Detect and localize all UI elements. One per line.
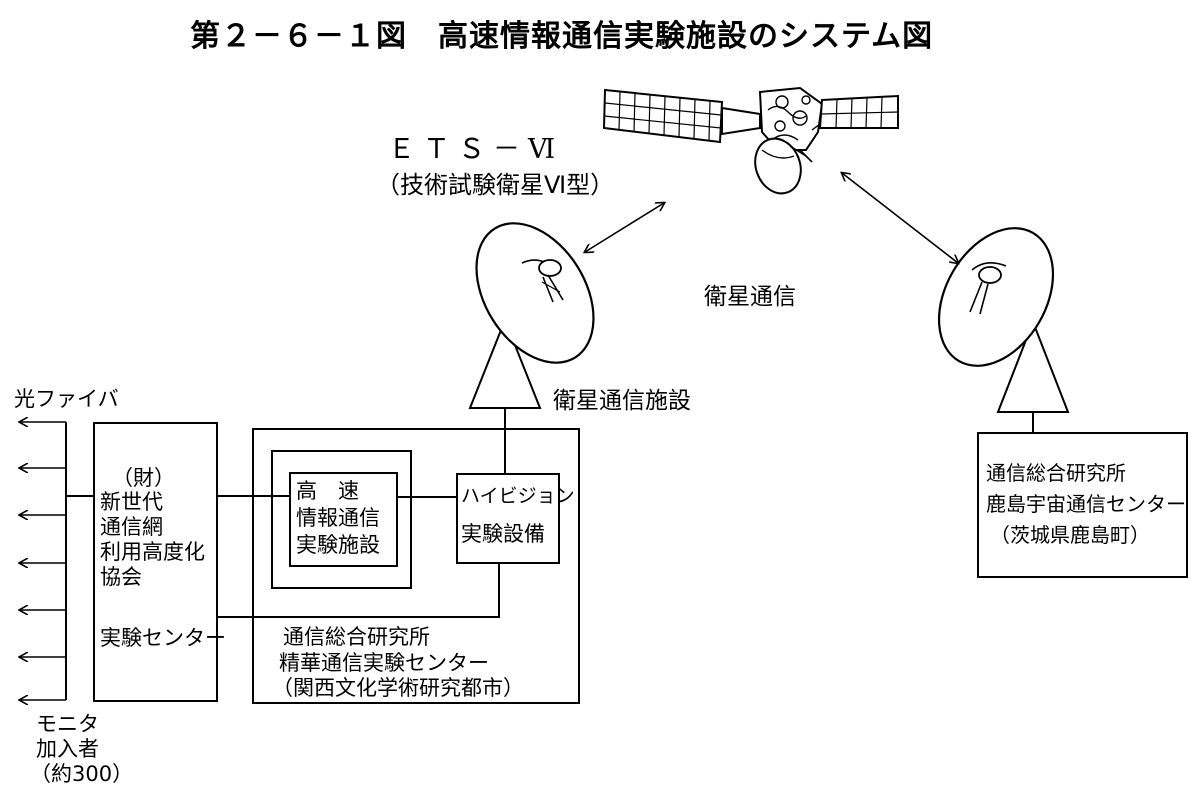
association-box — [93, 422, 218, 702]
high-speed-facility-line1: 高 速 — [296, 479, 359, 503]
seika-center-line3: （関西文化学術研究都市） — [272, 676, 524, 700]
figure-title: 第２－６－１図 高速情報通信実験施設のシステム図 — [190, 19, 934, 54]
kashima-center-line1: 通信総合研究所 — [986, 461, 1126, 485]
kashima-center-line3: （茨城県鹿島町） — [990, 523, 1150, 547]
high-speed-facility-box — [289, 472, 398, 567]
satellite-name: ＥＴＳ－Ⅵ — [388, 134, 564, 165]
association-line4: 利用高度化 — [100, 540, 205, 564]
parabolic-antenna-icon — [937, 227, 1070, 413]
association-line3: 通信網 — [100, 515, 163, 539]
fiber-arrows — [20, 422, 66, 700]
kashima-center-box — [977, 432, 1188, 578]
subscriber-label-line1: モニタ — [36, 712, 99, 736]
kashima-center-line2: 鹿島宇宙通信センター — [986, 492, 1186, 516]
high-speed-facility-line2: 情報通信 — [296, 506, 380, 530]
subscriber-label-line3: （約300） — [30, 762, 134, 786]
seika-center-box — [252, 428, 580, 704]
hivision-box — [456, 473, 560, 564]
association-line1: （財） — [112, 466, 175, 490]
parabolic-antenna-icon — [468, 222, 595, 409]
hivision-line2: 実験設備 — [461, 522, 545, 546]
high-speed-facility-line3: 実験施設 — [296, 533, 380, 557]
satellite-link-label: 衛星通信 — [704, 284, 796, 310]
ground-station-label: 衛星通信施設 — [553, 388, 691, 414]
fiber-label: 光ファイバ — [14, 387, 119, 411]
double-arrow-icon — [842, 173, 958, 263]
association-line7: 実験センター — [100, 626, 226, 650]
subscriber-label-line2: 加入者 — [36, 737, 99, 761]
hivision-line1: ハイビジョン — [461, 485, 575, 507]
association-line5: 協会 — [100, 565, 142, 589]
seika-center-line1: 通信総合研究所 — [283, 625, 430, 649]
satellite-subtitle: （技術試験衛星Ⅵ型） — [376, 171, 615, 199]
high-speed-facility-outer-box — [271, 450, 412, 589]
satellite-icon — [602, 86, 899, 195]
seika-center-line2: 精華通信実験センター — [279, 651, 489, 675]
double-arrow-icon — [585, 203, 664, 252]
association-line2: 新世代 — [100, 490, 163, 514]
